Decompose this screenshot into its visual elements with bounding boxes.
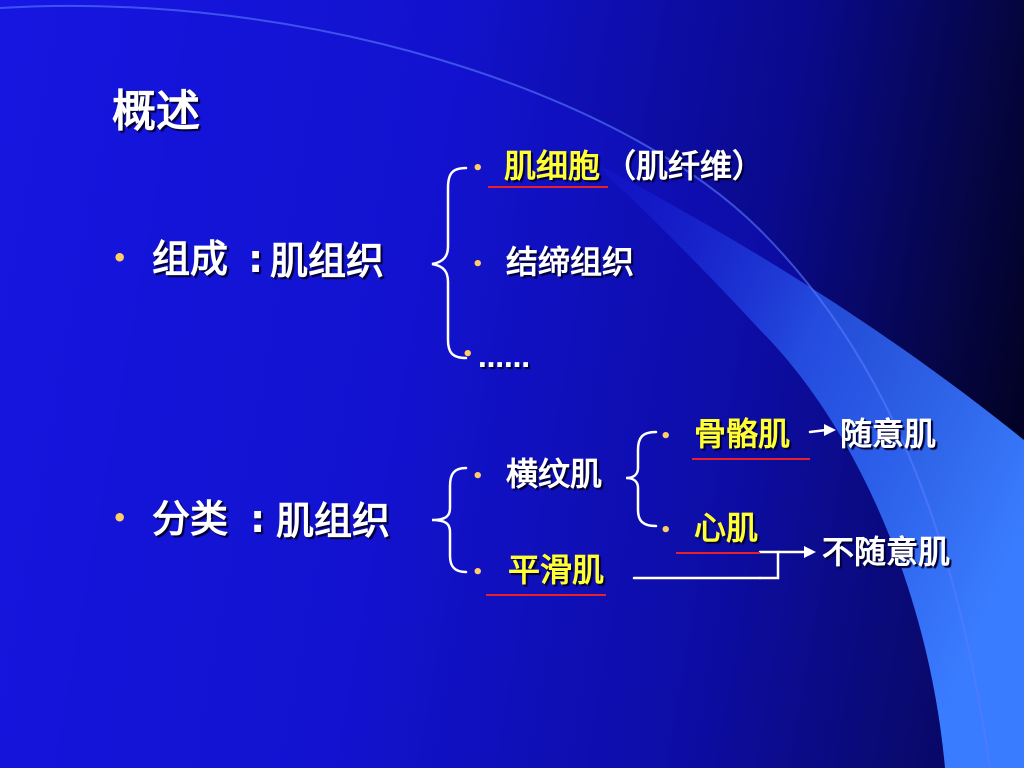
bullet-skeletal: • xyxy=(660,426,672,447)
cardiac-muscle-underline xyxy=(676,552,760,554)
striated-muscle-text: 横纹肌 xyxy=(506,455,603,493)
composition-subject: 肌组织 xyxy=(270,239,385,283)
bullet-composition: • xyxy=(112,244,128,272)
ellipsis-text: …… xyxy=(478,344,530,374)
cardiac-muscle-text: 心肌 xyxy=(694,509,759,547)
involuntary-muscle-text: 不随意肌 xyxy=(822,533,951,571)
arrow-head-voluntary xyxy=(824,424,836,436)
bullet-striated: • xyxy=(472,466,484,487)
classification-label: 分类 xyxy=(152,497,229,541)
bullet-smooth: • xyxy=(472,562,484,583)
classification-colon: : xyxy=(250,497,266,541)
skeletal-muscle-underline xyxy=(692,458,810,460)
smooth-muscle-text: 平滑肌 xyxy=(508,551,605,589)
muscle-fiber-note: （肌纤维） xyxy=(604,147,765,185)
composition-label: 组成 xyxy=(152,237,229,281)
connective-tissue-text: 结缔组织 xyxy=(506,243,635,281)
classification-brace xyxy=(431,466,468,574)
skeletal-muscle-text: 骨骼肌 xyxy=(694,415,791,453)
composition-colon: : xyxy=(248,237,264,281)
bullet-connective-tissue: • xyxy=(472,254,484,275)
smooth-muscle-underline xyxy=(486,594,606,596)
slide-title: 概述 xyxy=(112,86,200,137)
composition-brace xyxy=(431,166,468,360)
bullet-ellipsis: • xyxy=(462,344,474,365)
muscle-cell-underline xyxy=(488,186,608,188)
bullet-classification: • xyxy=(112,504,128,532)
striated-brace xyxy=(625,430,658,528)
classification-subject: 肌组织 xyxy=(276,499,391,543)
muscle-cell-text: 肌细胞 xyxy=(504,147,601,185)
voluntary-muscle-text: 随意肌 xyxy=(840,415,937,453)
arrow-head-involuntary xyxy=(804,546,816,558)
bullet-muscle-cell: • xyxy=(472,158,484,179)
bullet-cardiac: • xyxy=(660,520,672,541)
